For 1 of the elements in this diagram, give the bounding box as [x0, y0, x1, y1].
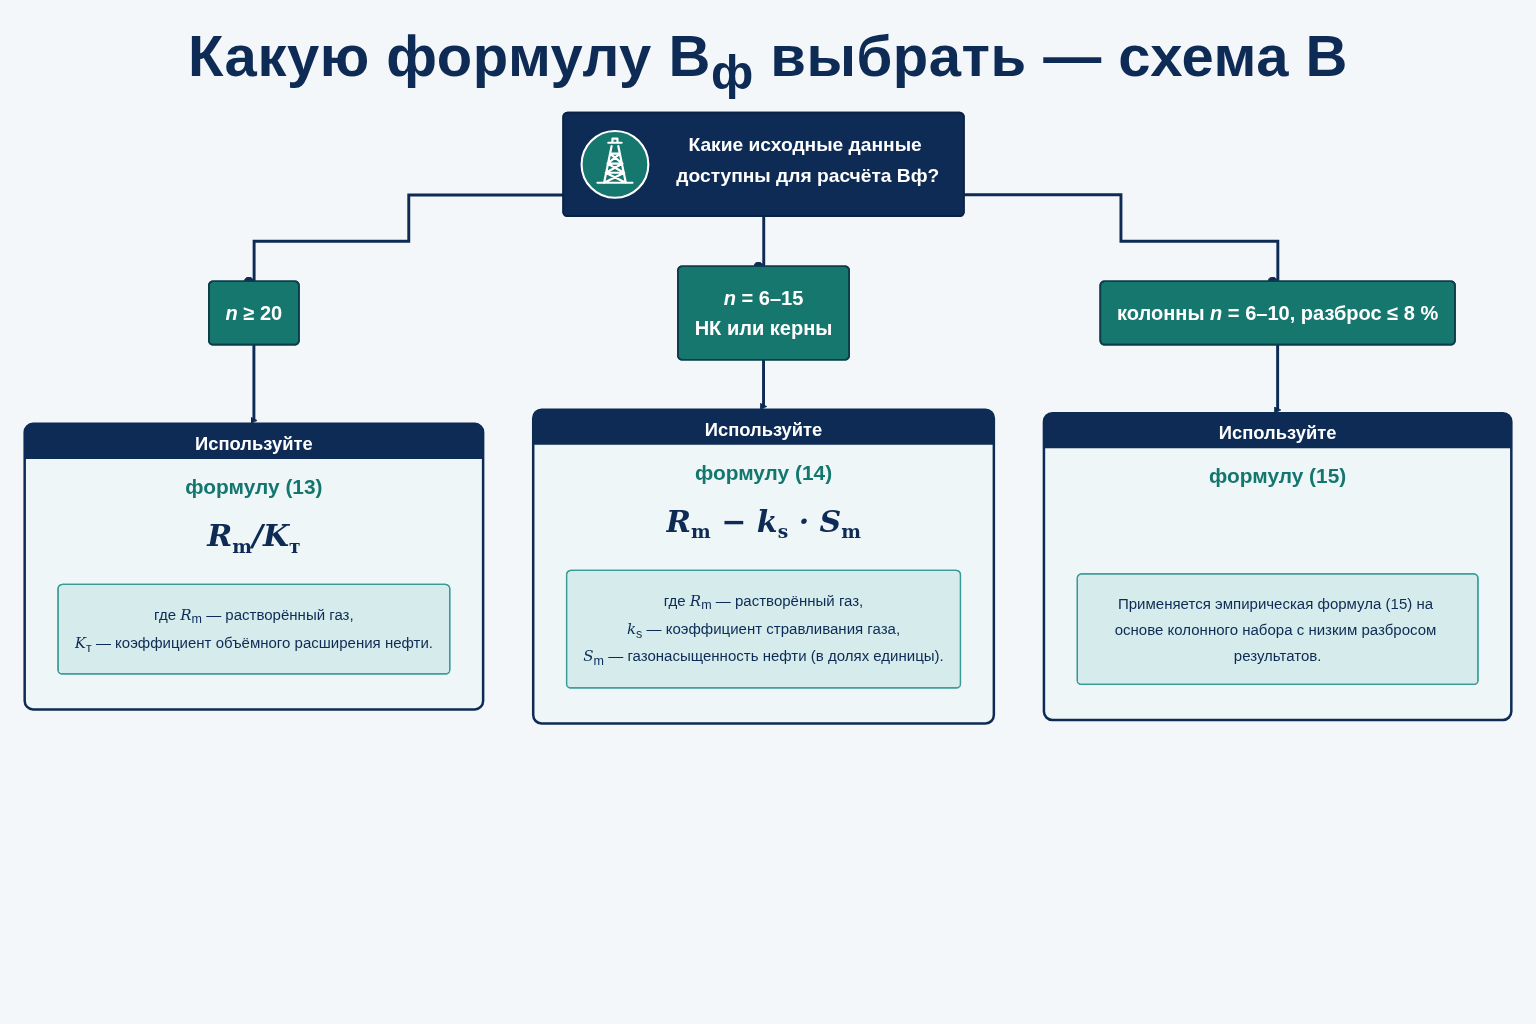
- title: Какую формулу В$_{ф}$ выбрать — схема В: [188, 22, 1348, 100]
